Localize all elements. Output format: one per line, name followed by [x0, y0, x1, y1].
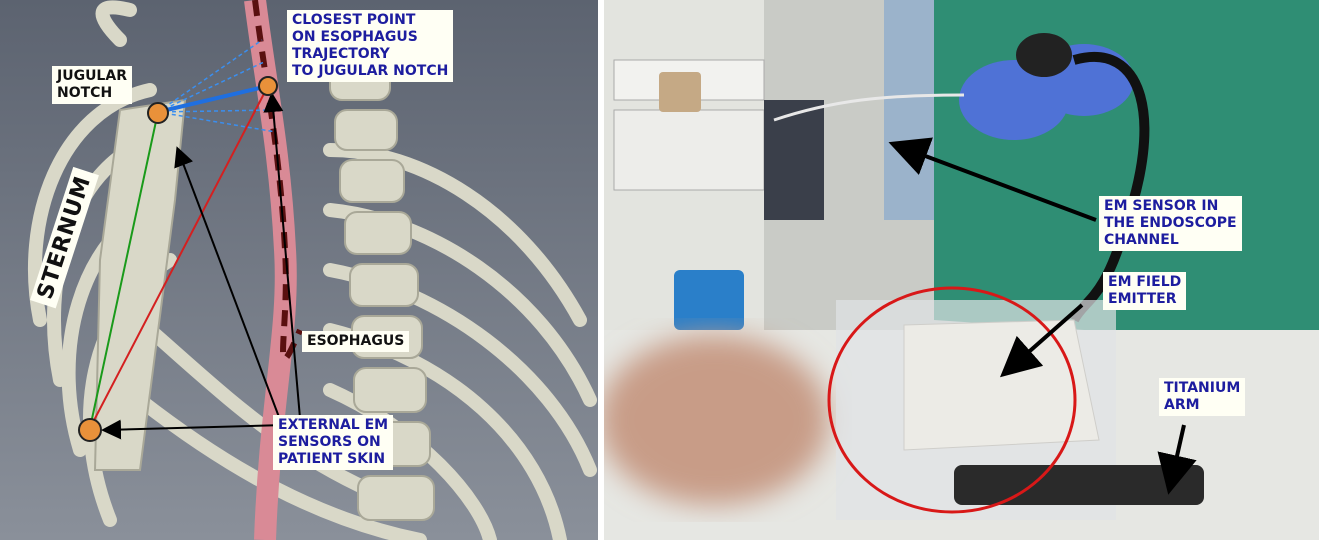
endoscope-handle [1016, 33, 1072, 77]
label-jugular-notch: JUGULAR NOTCH [52, 66, 132, 104]
anatomy-panel: JUGULAR NOTCH CLOSEST POINT ON ESOPHAGUS… [0, 0, 598, 540]
lower-sensor [79, 419, 101, 441]
procedure-photo-panel: EM SENSOR IN THE ENDOSCOPE CHANNEL EM FI… [604, 0, 1319, 540]
label-esophagus: ESOPHAGUS [302, 331, 409, 352]
blue-container [674, 270, 744, 330]
label-em-sensor: EM SENSOR IN THE ENDOSCOPE CHANNEL [1099, 196, 1242, 251]
label-external-sensors: EXTERNAL EM SENSORS ON PATIENT SKIN [273, 415, 393, 470]
jugular-sensor [148, 103, 168, 123]
label-field-emitter: EM FIELD EMITTER [1103, 272, 1186, 310]
blurred-patient-face [604, 335, 829, 505]
monitor [764, 100, 824, 220]
label-closest-point: CLOSEST POINT ON ESOPHAGUS TRAJECTORY TO… [287, 10, 453, 82]
titanium-arm [954, 465, 1204, 505]
procedure-photo [604, 0, 1319, 540]
esophagus-point-marker [259, 77, 277, 95]
equipment-unit-2 [614, 110, 764, 190]
label-titanium-arm: TITANIUM ARM [1159, 378, 1245, 416]
connector-box [659, 72, 701, 112]
